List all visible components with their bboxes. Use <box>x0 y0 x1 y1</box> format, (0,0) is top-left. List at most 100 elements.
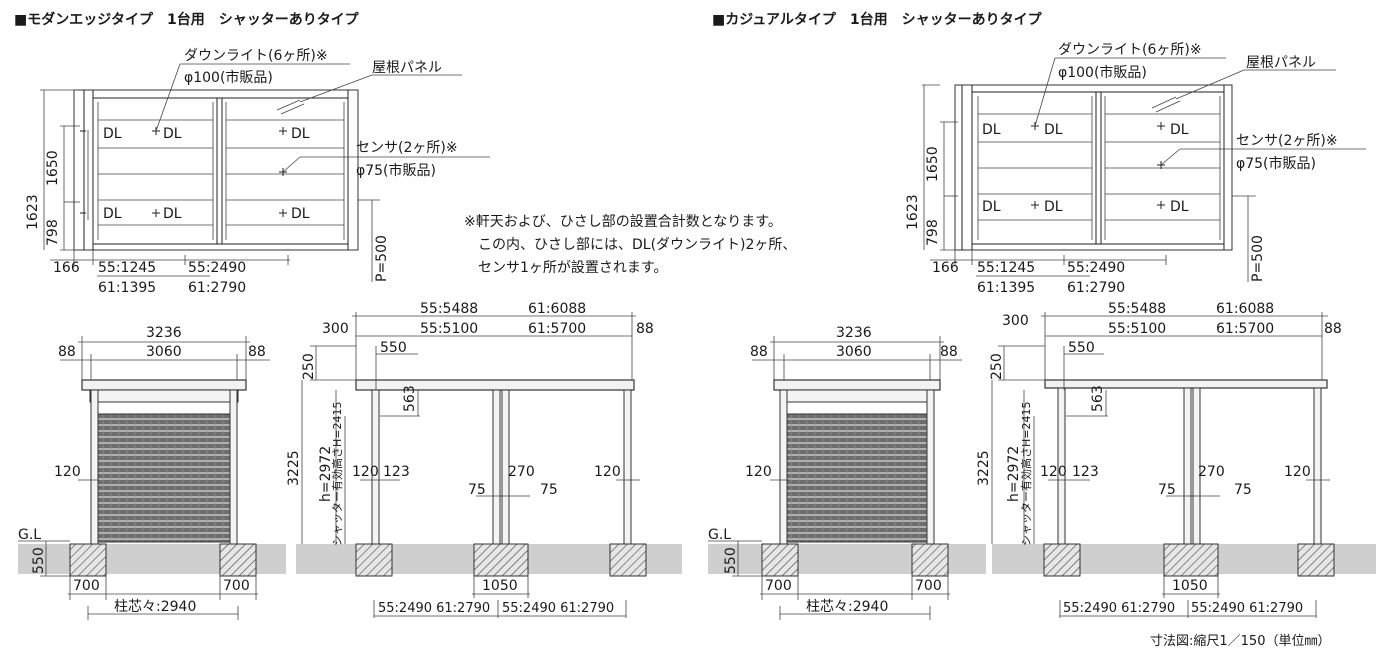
dim-270: 270 <box>1198 464 1225 480</box>
dim-h2972: h=2972 <box>318 446 334 502</box>
front-beam <box>81 379 247 391</box>
dim-61-1395: 61:1395 <box>98 280 156 296</box>
dim-300: 300 <box>1002 313 1029 329</box>
dim-55-5488: 55:5488 <box>1108 301 1166 317</box>
dim-61-5700: 61:5700 <box>1216 321 1274 337</box>
downlight-label: ダウンライト(6ヶ所)※ <box>1058 42 1202 58</box>
note-line: この内、ひさし部には、DL(ダウンライト)2ヶ所、 <box>478 237 796 253</box>
shutter-height: シャッター有効高さH=2415 <box>330 402 344 546</box>
sensor-size: φ75(市販品) <box>356 162 436 179</box>
downlight-label: ダウンライト(6ヶ所)※ <box>184 48 328 64</box>
dl-label: DL <box>1170 122 1189 138</box>
shutter-box <box>89 389 239 403</box>
dim-61-6088: 61:6088 <box>1216 301 1274 317</box>
dim-61-5700: 61:5700 <box>528 321 586 337</box>
dim-55-2490: 55:2490 <box>188 260 246 276</box>
dim-h2972: h=2972 <box>1006 446 1022 502</box>
side-post <box>1183 387 1192 545</box>
title-right: ■カジュアルタイプ 1台用 シャッターありタイプ <box>712 11 1043 28</box>
dim-55-5488: 55:5488 <box>420 301 478 317</box>
title-left: ■モダンエッジタイプ 1台用 シャッターありタイプ <box>14 11 360 28</box>
post-pitch: 柱芯々:2940 <box>114 599 196 615</box>
downlight-size: φ100(市販品) <box>1058 64 1147 81</box>
dim-120: 120 <box>594 464 621 480</box>
dim-250: 250 <box>301 353 317 380</box>
scale-note: 寸法図:縮尺1／150（単位㎜） <box>1150 633 1330 649</box>
dim-3060: 3060 <box>836 344 872 360</box>
dl-label: DL <box>982 199 1001 215</box>
roof-panel-label: 屋根パネル <box>1246 55 1316 71</box>
dim-p500: P=500 <box>374 235 390 282</box>
front-beam <box>773 379 941 391</box>
gl-label: G.L <box>18 527 41 543</box>
plan-roof-outline <box>73 89 359 251</box>
dim-3225: 3225 <box>976 450 992 486</box>
bottom-dim: 55:2490 61:2790 <box>502 601 614 616</box>
note-line: センサ1ヶ所が設置されます。 <box>478 260 668 276</box>
front-elevation-left: 3236 3060 88 88 120 G.L 550 700 700 柱芯々:… <box>18 325 270 620</box>
sensor-size: φ75(市販品) <box>1236 155 1316 172</box>
dim-166: 166 <box>53 260 80 276</box>
dim-61-2790: 61:2790 <box>1067 280 1125 296</box>
dl-label: DL <box>1044 122 1063 138</box>
dim-1623: 1623 <box>905 194 921 230</box>
dim-550: 550 <box>723 547 739 574</box>
side-elevation-right: 55:5488 61:6088 55:5100 61:5700 300 88 5… <box>976 301 1342 618</box>
post-pitch: 柱芯々:2940 <box>806 599 888 615</box>
dim-700: 700 <box>915 578 942 594</box>
dl-label: DL <box>1044 199 1063 215</box>
dim-250: 250 <box>989 353 1005 380</box>
dim-3236: 3236 <box>836 325 872 341</box>
dim-88: 88 <box>248 344 266 360</box>
dim-3060: 3060 <box>146 344 182 360</box>
dim-88: 88 <box>636 321 654 337</box>
dl-label: DL <box>163 206 182 222</box>
foundation <box>761 543 799 577</box>
dim-798: 798 <box>925 219 941 246</box>
dim-120: 120 <box>745 464 772 480</box>
dim-700: 700 <box>223 578 250 594</box>
side-beam <box>355 379 635 391</box>
dim-88: 88 <box>750 344 768 360</box>
dl-label: DL <box>103 126 122 142</box>
foundation <box>609 543 647 577</box>
foundation <box>1163 543 1219 577</box>
dl-label: DL <box>982 122 1001 138</box>
downlight-size: φ100(市販品) <box>184 69 273 86</box>
dim-88: 88 <box>940 344 958 360</box>
dim-120: 120 <box>54 464 81 480</box>
shutter-box <box>781 389 933 403</box>
foundation <box>69 543 107 577</box>
dim-563: 563 <box>402 385 418 412</box>
shutter-height: シャッター有効高さH=2415 <box>1019 402 1033 546</box>
dim-75: 75 <box>540 482 558 498</box>
side-post <box>623 389 632 545</box>
foundation <box>911 543 949 577</box>
plan-roof-outline <box>954 84 1233 251</box>
sensor-label: センサ(2ヶ所)※ <box>356 140 458 156</box>
dim-75: 75 <box>1158 482 1176 498</box>
dim-p500: P=500 <box>1250 235 1266 282</box>
shutter <box>786 413 928 543</box>
dim-88: 88 <box>1324 321 1342 337</box>
dim-55-5100: 55:5100 <box>1108 321 1166 337</box>
front-elevation-right: 3236 3060 88 88 120 G.L 550 700 700 柱芯々:… <box>708 325 962 620</box>
front-post <box>779 389 788 545</box>
dim-123: 123 <box>383 464 410 480</box>
dim-550: 550 <box>1068 340 1095 356</box>
side-elevation-left: 55:5488 61:6088 55:5100 61:5700 300 88 5… <box>286 301 654 618</box>
dim-123: 123 <box>1072 464 1099 480</box>
front-post <box>90 389 99 545</box>
dim-75: 75 <box>1234 482 1252 498</box>
bottom-dim: 55:2490 61:2790 <box>1063 601 1175 616</box>
dim-75: 75 <box>468 482 486 498</box>
plan-right: DL DL DL DL DL DL ダウンライト(6ヶ所)※ φ100(市販品)… <box>905 42 1366 296</box>
note-line: ※軒天および、ひさし部の設置合計数となります。 <box>464 214 782 230</box>
dim-1650: 1650 <box>45 150 61 186</box>
side-beam <box>1044 379 1328 389</box>
dim-55-5100: 55:5100 <box>420 321 478 337</box>
roof-panel-label: 屋根パネル <box>372 60 442 76</box>
front-post <box>229 389 238 545</box>
